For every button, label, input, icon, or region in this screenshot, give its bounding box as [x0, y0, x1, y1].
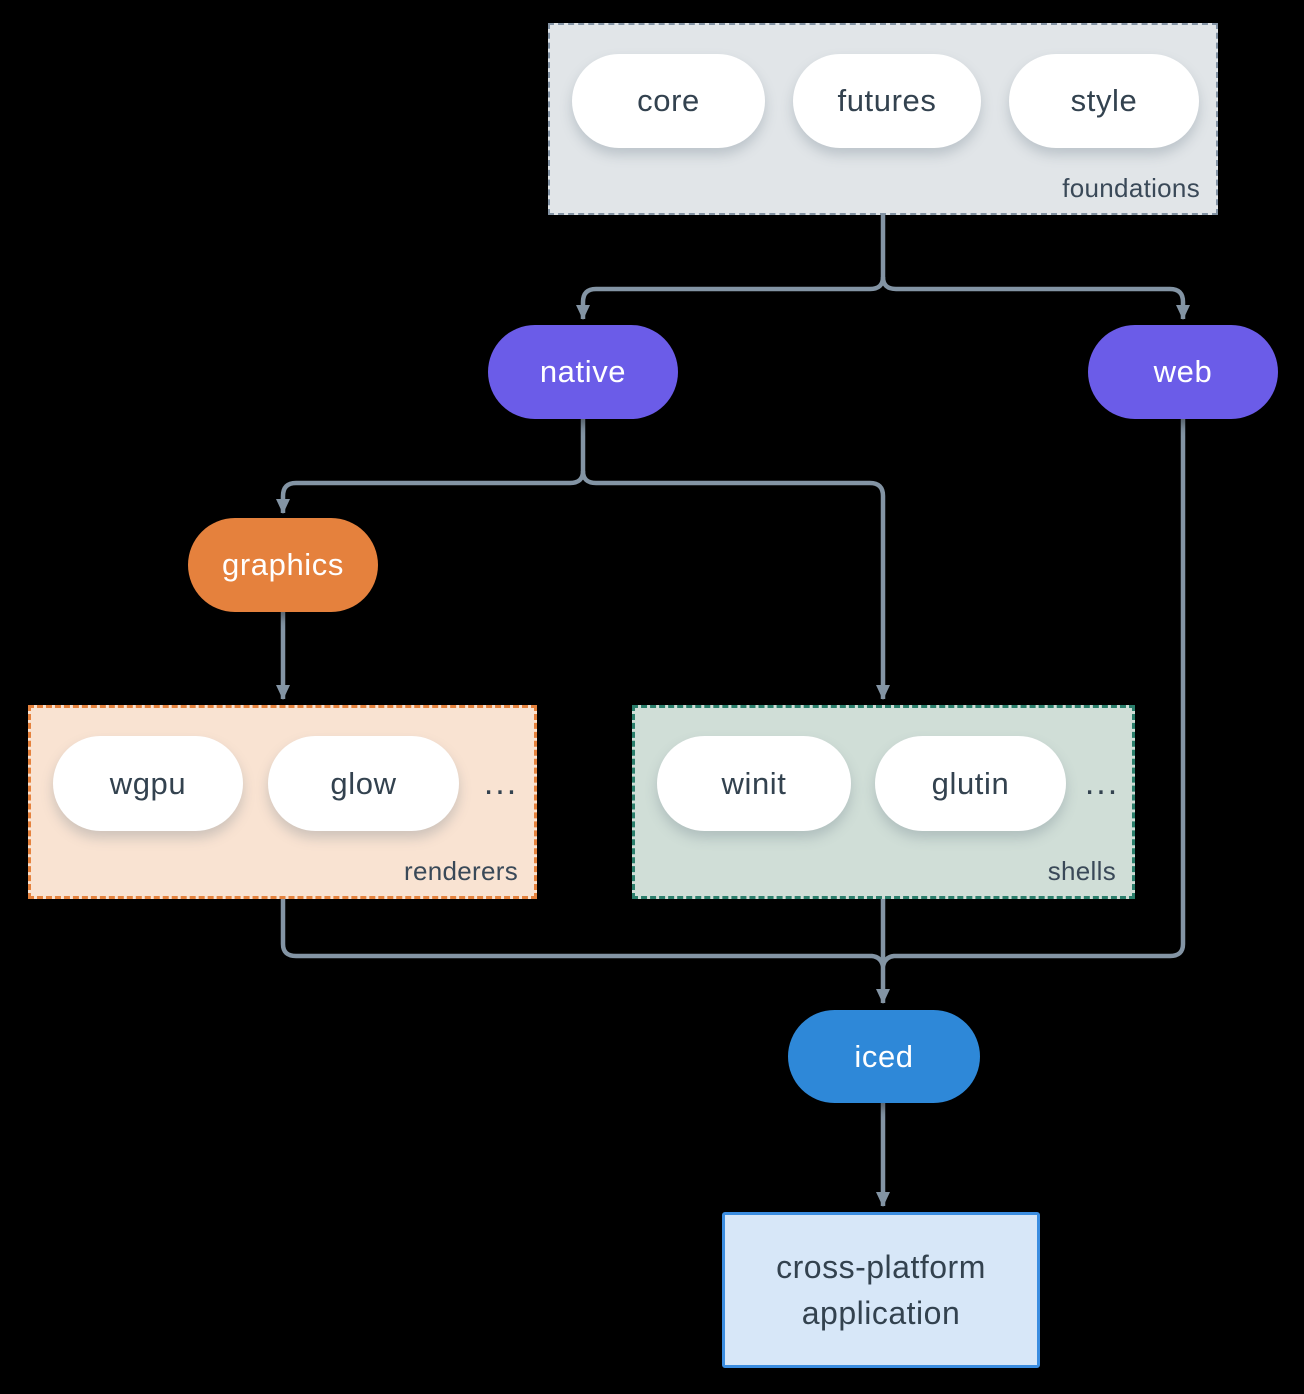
pill-style: style: [1009, 54, 1199, 148]
edge-native-graphics: [276, 470, 586, 514]
pill-glutin: glutin: [875, 736, 1066, 831]
group-renderers: wgpu glow ... renderers: [28, 705, 537, 899]
application-label-line2: application: [801, 1295, 961, 1331]
node-cross-platform-application: cross-platform application: [722, 1212, 1040, 1368]
group-foundations: core futures style foundations: [548, 23, 1218, 215]
group-renderers-label: renderers: [404, 856, 518, 886]
edge-foundations-web: [880, 276, 1190, 320]
edge-foundations-native: [576, 276, 886, 320]
pill-winit: winit: [657, 736, 851, 831]
group-shells-label: shells: [1047, 856, 1116, 886]
application-label-line1: cross-platform: [776, 1248, 986, 1285]
group-foundations-label: foundations: [1062, 173, 1200, 203]
pill-wgpu: wgpu: [53, 736, 243, 831]
edge-native-shells: [580, 470, 890, 700]
pill-futures: futures: [793, 54, 981, 148]
node-web: web: [1088, 325, 1278, 419]
edge-renderers-merge: [280, 899, 886, 967]
node-iced: iced: [788, 1010, 980, 1103]
shells-more-indicator: ...: [1084, 764, 1120, 802]
node-native: native: [488, 325, 678, 419]
group-shells: winit glutin ... shells: [632, 705, 1135, 899]
pill-glow: glow: [268, 736, 459, 831]
node-graphics: graphics: [188, 518, 378, 612]
renderers-more-indicator: ...: [483, 764, 519, 802]
pill-core: core: [572, 54, 765, 148]
